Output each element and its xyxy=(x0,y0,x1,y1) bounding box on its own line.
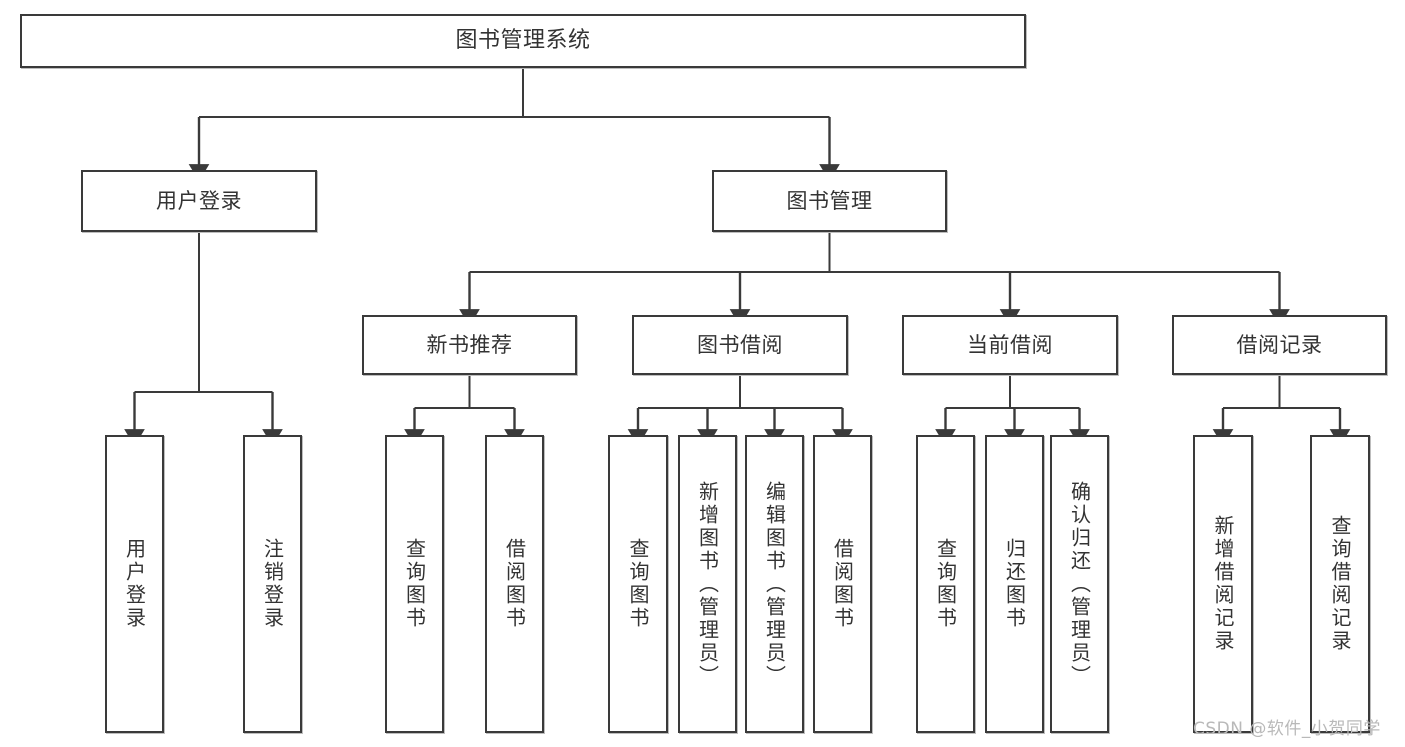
node-label-newbook: 新书推荐 xyxy=(426,332,513,357)
node-leaf-rec-add[interactable]: 新增借阅记录 xyxy=(1193,435,1253,733)
node-records[interactable]: 借阅记录 xyxy=(1172,315,1387,375)
node-label-leaf-cur-query: 查询图书 xyxy=(933,538,958,630)
node-label-leaf-bw-borrow: 借阅图书 xyxy=(830,538,855,630)
node-leaf-cur-query[interactable]: 查询图书 xyxy=(916,435,975,733)
node-label-leaf-bw-edit: 编辑图书（管理员） xyxy=(762,480,787,688)
node-leaf-nb-borrow[interactable]: 借阅图书 xyxy=(485,435,544,733)
node-label-leaf-rec-add: 新增借阅记录 xyxy=(1211,515,1235,653)
node-label-borrow: 图书借阅 xyxy=(697,332,783,357)
node-label-bookmgmt: 图书管理 xyxy=(786,188,873,213)
node-borrow[interactable]: 图书借阅 xyxy=(632,315,848,375)
node-label-leaf-rec-query: 查询借阅记录 xyxy=(1328,515,1352,653)
node-leaf-rec-query[interactable]: 查询借阅记录 xyxy=(1310,435,1370,733)
node-leaf-bw-borrow[interactable]: 借阅图书 xyxy=(813,435,872,733)
node-label-login: 用户登录 xyxy=(156,188,242,213)
node-bookmgmt[interactable]: 图书管理 xyxy=(712,170,947,232)
node-login[interactable]: 用户登录 xyxy=(81,170,317,232)
node-label-leaf-bw-query: 查询图书 xyxy=(626,538,650,630)
node-leaf-bw-query[interactable]: 查询图书 xyxy=(608,435,668,733)
node-label-leaf-cur-return: 归还图书 xyxy=(1002,538,1027,630)
node-label-records: 借阅记录 xyxy=(1236,332,1323,357)
node-label-root: 图书管理系统 xyxy=(455,28,591,54)
node-newbook[interactable]: 新书推荐 xyxy=(362,315,577,375)
node-leaf-user-logout[interactable]: 注销登录 xyxy=(243,435,302,733)
node-label-current: 当前借阅 xyxy=(967,332,1053,357)
node-label-leaf-nb-query: 查询图书 xyxy=(402,538,427,630)
node-label-leaf-user-login: 用户登录 xyxy=(122,538,147,630)
node-label-leaf-user-logout: 注销登录 xyxy=(260,538,285,630)
node-root[interactable]: 图书管理系统 xyxy=(20,14,1026,68)
node-current[interactable]: 当前借阅 xyxy=(902,315,1118,375)
node-label-leaf-cur-confirm: 确认归还（管理员） xyxy=(1067,480,1092,688)
node-leaf-bw-add[interactable]: 新增图书（管理员） xyxy=(678,435,737,733)
node-label-leaf-bw-add: 新增图书（管理员） xyxy=(695,480,720,688)
node-label-leaf-nb-borrow: 借阅图书 xyxy=(502,538,527,630)
node-leaf-user-login[interactable]: 用户登录 xyxy=(105,435,164,733)
node-leaf-cur-confirm[interactable]: 确认归还（管理员） xyxy=(1050,435,1109,733)
node-leaf-bw-edit[interactable]: 编辑图书（管理员） xyxy=(745,435,804,733)
node-leaf-nb-query[interactable]: 查询图书 xyxy=(385,435,444,733)
node-leaf-cur-return[interactable]: 归还图书 xyxy=(985,435,1044,733)
edges xyxy=(124,68,1351,447)
